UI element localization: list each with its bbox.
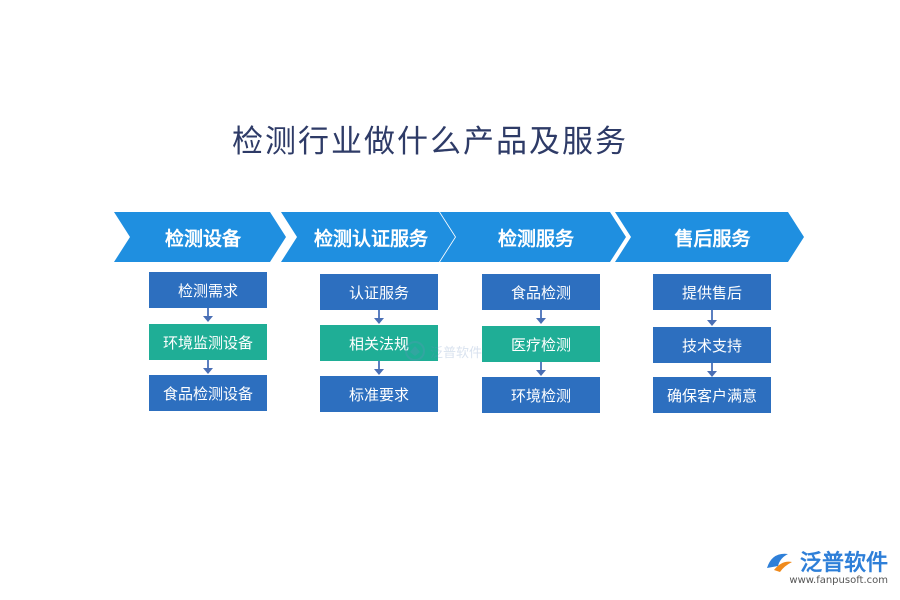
arrow-down-icon xyxy=(536,310,546,324)
column-2-item-2: 相关法规 xyxy=(320,325,438,361)
column-1-item-2: 环境监测设备 xyxy=(149,324,267,360)
arrow-down-icon xyxy=(374,361,384,375)
diagram-title: 检测行业做什么产品及服务 xyxy=(232,124,628,160)
header-chevron-2: 检测认证服务 xyxy=(281,212,455,262)
column-4-item-2: 技术支持 xyxy=(653,327,771,363)
header-label: 检测设备 xyxy=(164,227,241,250)
column-4-item-1: 提供售后 xyxy=(653,274,771,310)
watermark-text: 泛普软件 xyxy=(430,345,483,361)
header-chevron-3: 检测服务 xyxy=(440,212,626,262)
column-1-item-3: 食品检测设备 xyxy=(149,375,267,411)
brand-url: www.fanpusoft.com xyxy=(789,575,888,586)
brand-name: 泛普软件 xyxy=(799,551,888,576)
brand-logo: 泛普软件 www.fanpusoft.com xyxy=(764,545,888,586)
column-3-item-1: 食品检测 xyxy=(482,274,600,310)
column-2-item-1: 认证服务 xyxy=(320,274,438,310)
arrow-down-icon xyxy=(707,363,717,377)
arrow-down-icon xyxy=(536,362,546,376)
arrow-down-icon xyxy=(707,310,717,326)
column-3-item-2: 医疗检测 xyxy=(482,326,600,362)
watermark: 泛普软件 xyxy=(404,340,482,362)
column-4-item-3: 确保客户满意 xyxy=(653,377,771,413)
arrow-down-icon xyxy=(203,360,213,374)
column-2-item-3: 标准要求 xyxy=(320,376,438,412)
header-chevron-1: 检测设备 xyxy=(114,212,286,262)
arrow-down-icon xyxy=(203,308,213,322)
column-1-item-1: 检测需求 xyxy=(149,272,267,308)
header-label: 售后服务 xyxy=(674,227,751,250)
fanpu-logo-icon xyxy=(766,553,792,572)
fanpu-logo-icon xyxy=(405,341,425,361)
column-3-item-3: 环境检测 xyxy=(482,377,600,413)
header-chevron-4: 售后服务 xyxy=(615,212,804,262)
header-label: 检测认证服务 xyxy=(313,227,428,250)
arrow-down-icon xyxy=(374,310,384,324)
header-label: 检测服务 xyxy=(497,227,574,250)
